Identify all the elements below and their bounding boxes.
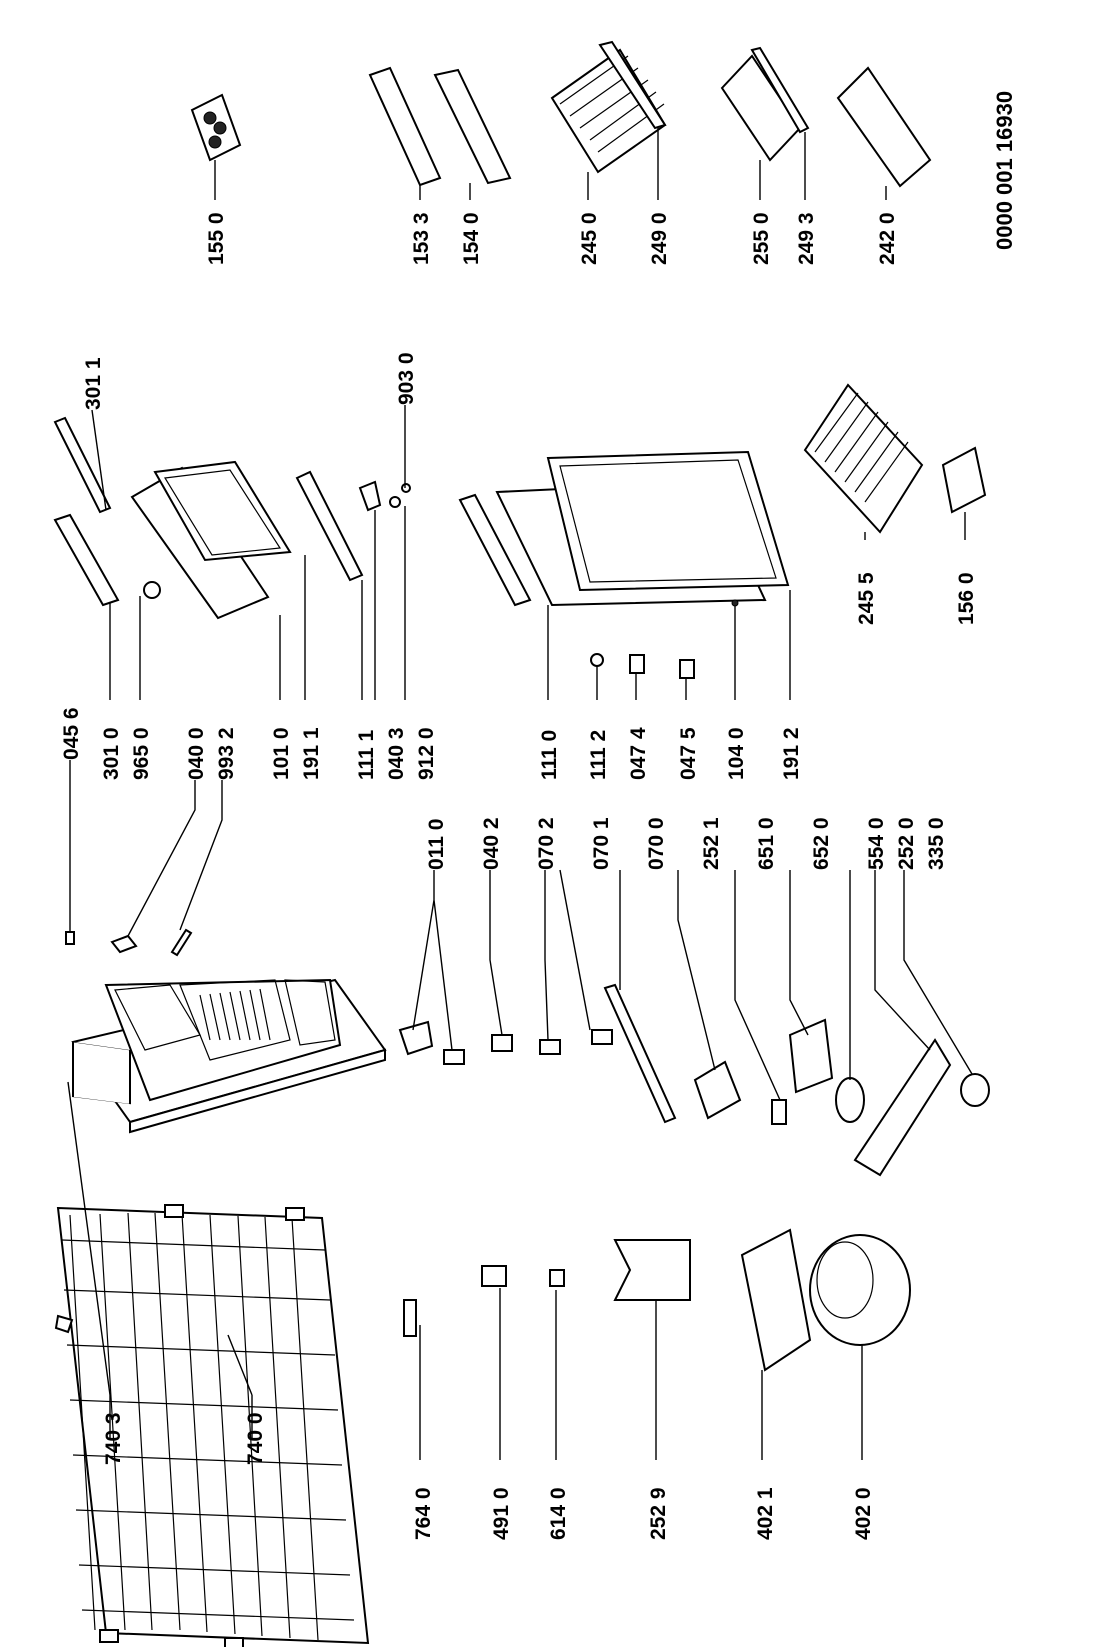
gasket-191-2-drawing <box>546 450 790 592</box>
label-040-3: 040 3 <box>385 727 408 780</box>
label-912-0: 912 0 <box>415 727 438 780</box>
lamp-651-0-drawing <box>771 1099 787 1125</box>
label-191-1: 191 1 <box>300 727 323 780</box>
cover-070-2-drawing <box>539 1039 561 1055</box>
compressor-402-0-drawing <box>809 1234 911 1346</box>
label-554-0: 554 0 <box>865 817 888 870</box>
relay-491-0-drawing <box>481 1265 507 1287</box>
balcony-153-3-drawing <box>368 66 442 187</box>
label-651-0: 651 0 <box>755 817 778 870</box>
tray-402-1-drawing <box>740 1228 812 1372</box>
label-965-0: 965 0 <box>130 727 153 780</box>
sensor-993-2-drawing <box>170 928 193 957</box>
label-156-0: 156 0 <box>955 572 978 625</box>
plinth-070-0-drawing <box>603 983 677 1124</box>
wire-shelf-245-5-drawing <box>803 383 924 534</box>
label-993-2: 993 2 <box>215 727 238 780</box>
label-154-0: 154 0 <box>460 212 483 265</box>
balcony-154-0-drawing <box>433 68 512 185</box>
condenser-coil-drawing <box>56 1204 370 1647</box>
hinge-011-0-drawing <box>398 1020 434 1056</box>
pin-045-6-drawing <box>65 931 75 945</box>
screw-903-0-drawing <box>401 483 411 493</box>
label-045-6: 045 6 <box>60 707 83 760</box>
trim-301-1-drawing <box>53 416 112 514</box>
trim-111-0-drawing <box>458 493 532 607</box>
label-301-0: 301 0 <box>100 727 123 780</box>
label-070-1: 070 1 <box>590 817 613 870</box>
clip-740-3-drawing <box>54 1314 74 1334</box>
label-104-0: 104 0 <box>725 727 748 780</box>
spring-554-0-drawing <box>835 1077 865 1123</box>
label-047-5: 047 5 <box>677 727 700 780</box>
label-245-0: 245 0 <box>578 212 601 265</box>
gasket-191-1-drawing <box>153 460 292 562</box>
label-652-0: 652 0 <box>810 817 833 870</box>
label-040-2: 040 2 <box>480 817 503 870</box>
label-111-1: 111 1 <box>355 729 378 780</box>
housing-252-0-drawing <box>853 1038 952 1177</box>
filter-764-0-drawing <box>403 1299 417 1337</box>
label-191-2: 191 2 <box>780 727 803 780</box>
screw-912-0-drawing <box>389 496 401 508</box>
cover-070-1-drawing <box>591 1029 613 1045</box>
label-903-0: 903 0 <box>395 352 418 405</box>
label-047-4: 047 4 <box>627 727 650 780</box>
label-153-3: 153 3 <box>410 212 433 265</box>
label-011-0: 011 0 <box>425 819 448 870</box>
hinge-040-3-drawing <box>358 480 382 512</box>
label-740-3: 740 3 <box>102 1412 125 1465</box>
label-242-0: 242 0 <box>876 212 899 265</box>
label-070-2: 070 2 <box>535 817 558 870</box>
trim-249-0-drawing <box>598 40 667 130</box>
thermostat-252-1-drawing <box>693 1060 742 1120</box>
label-111-0: 111 0 <box>538 730 561 780</box>
label-070-0: 070 0 <box>645 817 668 870</box>
label-255-0: 255 0 <box>750 212 773 265</box>
egg-tray-156-0-drawing <box>941 446 987 514</box>
trim-249-3-drawing <box>750 46 810 134</box>
label-101-0: 101 0 <box>270 727 293 780</box>
label-740-0: 740 0 <box>244 1412 267 1465</box>
leader-lines <box>67 128 973 1460</box>
pin-104-0-drawing <box>731 599 739 607</box>
hinge-040-2-drawing <box>491 1034 513 1052</box>
crisper-242-0-drawing <box>836 66 932 188</box>
label-301-1: 301 1 <box>82 357 105 410</box>
label-249-3: 249 3 <box>795 212 818 265</box>
cap-111-2-drawing <box>590 653 604 667</box>
bracket-040-0-drawing <box>110 934 138 954</box>
hinge-047-4-drawing <box>629 654 645 674</box>
hinge-047-5-drawing <box>679 659 695 679</box>
trim-301-0-drawing <box>53 513 120 607</box>
bracket-252-9-drawing <box>613 1239 691 1301</box>
trim-111-1-drawing <box>295 470 364 582</box>
plug-614-0-drawing <box>549 1269 565 1287</box>
label-402-1: 402 1 <box>754 1487 777 1540</box>
document-number: 0000 001 16930 <box>992 91 1017 250</box>
label-245-5: 245 5 <box>855 572 878 625</box>
knob-335-0-drawing <box>960 1073 990 1107</box>
bolt-011-0-drawing <box>443 1049 465 1065</box>
label-111-2: 111 2 <box>587 730 610 780</box>
label-764-0: 764 0 <box>412 1487 435 1540</box>
label-491-0: 491 0 <box>490 1487 513 1540</box>
label-249-0: 249 0 <box>648 212 671 265</box>
label-040-0: 040 0 <box>185 727 208 780</box>
label-252-9: 252 9 <box>647 1487 670 1540</box>
button-965-0-drawing <box>143 581 161 599</box>
label-252-1: 252 1 <box>700 817 723 870</box>
board-652-0-drawing <box>788 1018 834 1094</box>
label-252-0: 252 0 <box>895 817 918 870</box>
part-labels: 740 3 740 0 764 0 491 0 614 0 252 9 402 … <box>60 91 1017 1540</box>
label-614-0: 614 0 <box>547 1487 570 1540</box>
label-402-0: 402 0 <box>852 1487 875 1540</box>
label-335-0: 335 0 <box>925 817 948 870</box>
cabinet-drawing <box>71 978 387 1134</box>
label-155-0: 155 0 <box>205 212 228 265</box>
